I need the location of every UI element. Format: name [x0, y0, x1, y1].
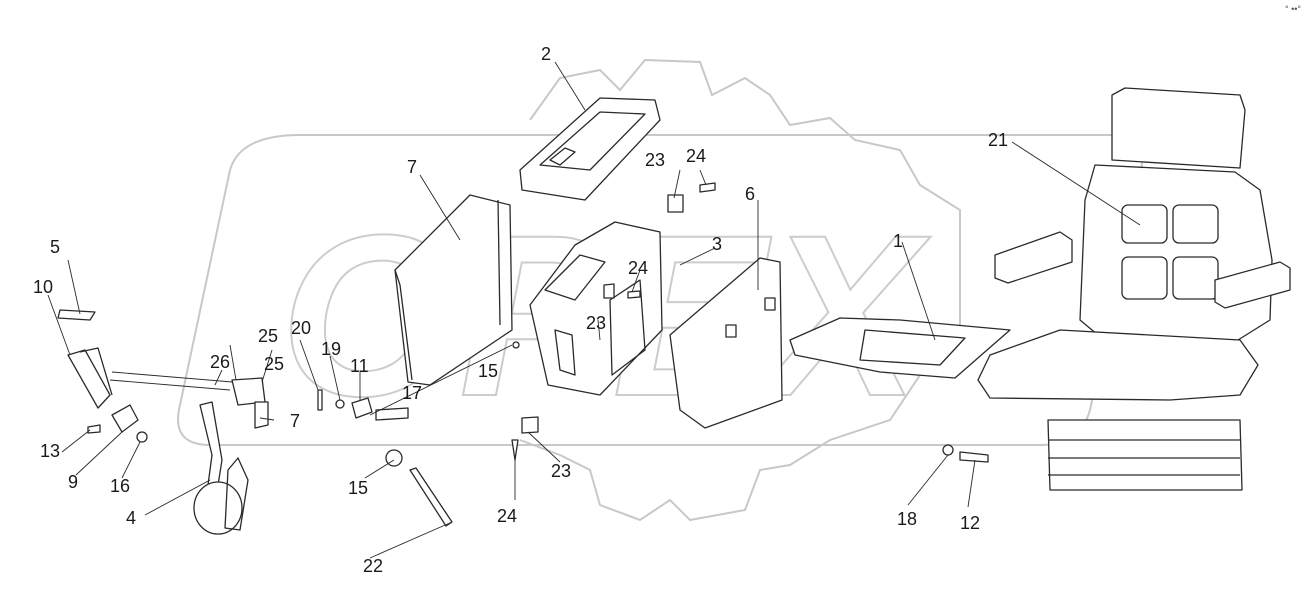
corner-mark: ° ••°: [1284, 4, 1301, 14]
watermark-gear: [519, 58, 961, 522]
callout-10: 10: [33, 277, 54, 297]
callout-7-low: 7: [290, 411, 301, 431]
callout-20: 20: [291, 318, 312, 338]
callout-5: 5: [50, 237, 61, 257]
leader-lines: [47, 61, 1141, 559]
callout-7-top: 7: [407, 157, 418, 177]
callout-25-mid: 25: [264, 354, 285, 374]
callout-24-low: 24: [497, 506, 518, 526]
callout-26: 26: [210, 352, 231, 372]
callout-6: 6: [745, 184, 756, 204]
operator-seat-part: [977, 87, 1291, 491]
callout-1: 1: [893, 231, 904, 251]
callout-25-top: 25: [258, 326, 279, 346]
callout-11: 11: [350, 356, 369, 376]
top-cover-part: [519, 97, 661, 201]
callout-15-mid: 15: [478, 361, 499, 381]
callout-17: 17: [402, 383, 423, 403]
callout-19: 19: [321, 339, 342, 359]
mounting-plate-part: [789, 317, 1011, 379]
callout-23-top: 23: [645, 150, 666, 170]
left-side-panel-part: [394, 194, 513, 386]
callout-18: 18: [897, 509, 918, 529]
console-body-part: [529, 221, 663, 396]
callout-15-low: 15: [348, 478, 369, 498]
callout-23-mid: 23: [586, 313, 607, 333]
parts: [57, 87, 1291, 535]
callout-13: 13: [40, 441, 61, 461]
callout-16: 16: [110, 476, 131, 496]
callout-4: 4: [126, 508, 137, 528]
callout-9: 9: [68, 472, 79, 492]
callout-24-mid: 24: [628, 258, 649, 278]
lever-handle-group: [57, 309, 148, 443]
gear-lever-part: [193, 401, 249, 535]
callout-2: 2: [541, 44, 552, 64]
callout-23-low: 23: [551, 461, 572, 481]
callout-12: 12: [960, 513, 981, 533]
fasteners-group: [231, 182, 989, 527]
callout-21: 21: [988, 130, 1009, 150]
right-side-panel-part: [669, 257, 783, 429]
callout-3: 3: [712, 234, 723, 254]
callout-24-top: 24: [686, 146, 707, 166]
callout-22: 22: [363, 556, 384, 576]
